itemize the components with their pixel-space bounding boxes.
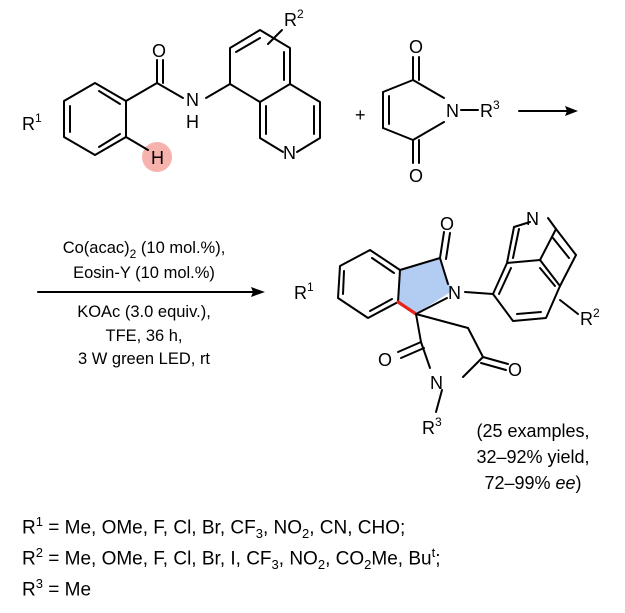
condition-photocatalyst: Eosin-Y (10 mol.%) <box>73 264 215 282</box>
plus-sign: + <box>355 105 366 125</box>
condition-base: KOAc (3.0 equiv.), <box>77 303 211 321</box>
product-quinoline-nitrogen: N <box>526 209 539 229</box>
legend-r1: R1 = Me, OMe, F, Cl, Br, CF3, NO2, CN, C… <box>22 514 406 542</box>
reaction-arrow-top <box>518 106 578 116</box>
summary-yield: 32–92% yield, <box>476 447 589 467</box>
maleimide-nitrogen: N <box>446 101 459 121</box>
summary-examples: (25 examples, <box>476 421 589 441</box>
condition-catalyst: Co(acac)2 (10 mol.%), <box>63 239 226 261</box>
maleimide-reactant: O O N R3 <box>382 37 500 186</box>
carbonyl-oxygen: O <box>152 41 166 61</box>
legend-r2: R2 = Me, OMe, F, Cl, Br, I, CF3, NO2, CO… <box>22 545 441 573</box>
spiro-product: O N N R1 R2 O O N R3 <box>294 209 600 438</box>
product-r1: R1 <box>294 280 314 303</box>
maleimide-r3: R3 <box>480 98 500 121</box>
product-lactam-nitrogen: N <box>448 283 461 303</box>
reaction-arrowhead <box>251 287 265 297</box>
lactam-ring-highlight <box>398 258 452 314</box>
amide-hydrogen: H <box>186 112 199 132</box>
new-cc-bond <box>396 300 418 316</box>
reaction-conditions: Co(acac)2 (10 mol.%), Eosin-Y (10 mol.%)… <box>37 239 265 368</box>
ch-highlight <box>142 142 172 172</box>
product-r2: R2 <box>580 306 600 329</box>
quinoline-nitrogen: N <box>283 143 296 163</box>
product-oxygen-right: O <box>508 360 522 380</box>
condition-solvent-time: TFE, 36 h, <box>105 327 182 345</box>
legend-r3: R3 = Me <box>22 576 92 601</box>
r1-label: R1 <box>22 111 42 134</box>
r2-label: R2 <box>284 7 304 30</box>
condition-light: 3 W green LED, rt <box>78 350 210 368</box>
amide-nitrogen: N <box>186 90 199 110</box>
maleimide-oxygen-top: O <box>409 37 423 57</box>
benzamide-reactant: R1 R2 O N H N H <box>22 7 321 172</box>
maleimide-oxygen-bottom: O <box>409 166 423 186</box>
product-imide-nitrogen: N <box>430 373 443 393</box>
scope-summary: (25 examples, 32–92% yield, 72–99% ee) <box>476 421 589 493</box>
ortho-hydrogen: H <box>151 148 164 168</box>
product-oxygen-left: O <box>378 350 392 370</box>
product-oxygen-top: O <box>440 214 454 234</box>
product-r3: R3 <box>422 415 442 438</box>
summary-ee: 72–99% ee) <box>484 473 581 493</box>
